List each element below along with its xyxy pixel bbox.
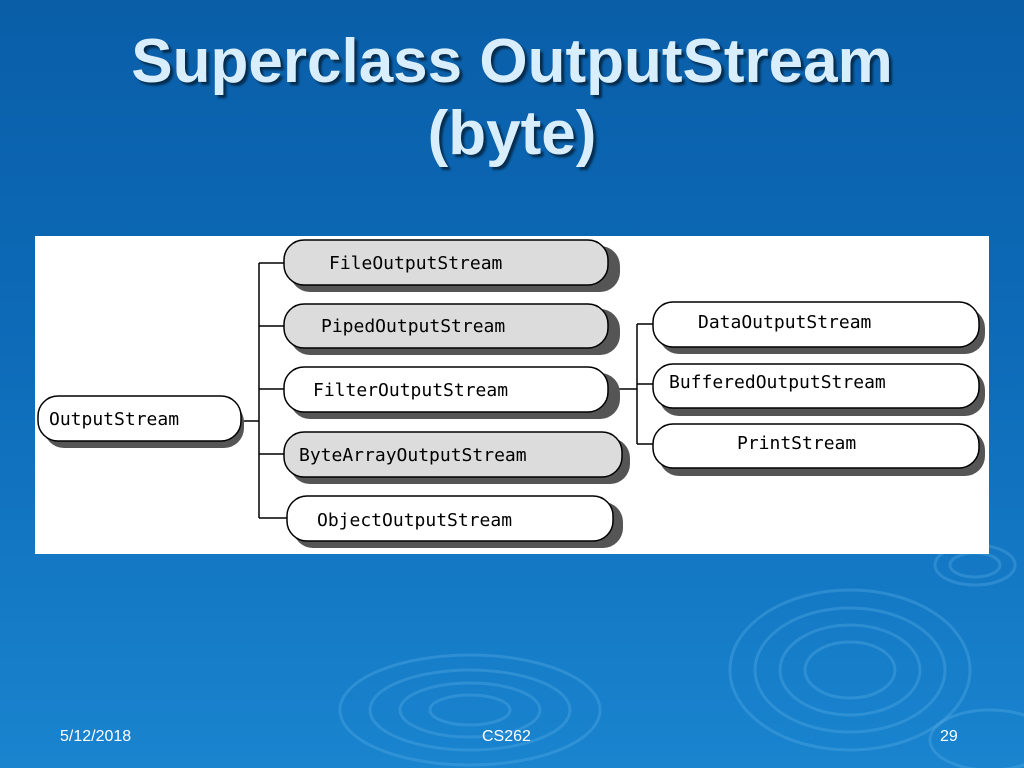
node-bytearrayoutputstream: ByteArrayOutputStream [283, 431, 630, 484]
slide-title: Superclass OutputStream (byte) [0, 26, 1024, 170]
title-line-2: (byte) [427, 99, 597, 168]
footer-course: CS262 [482, 728, 531, 745]
node-pipedoutputstream: PipedOutputStream [283, 303, 620, 355]
node-dataoutputstream-label: DataOutputStream [698, 312, 871, 333]
node-fileoutputstream: FileOutputStream [283, 239, 620, 292]
node-bytearrayoutputstream-label: ByteArrayOutputStream [299, 445, 527, 466]
root-connectors [242, 262, 287, 519]
footer-date: 5/12/2018 [60, 728, 132, 745]
node-dataoutputstream: DataOutputStream [652, 301, 985, 354]
title-line-1: Superclass OutputStream [131, 27, 893, 96]
node-outputstream-label: OutputStream [49, 409, 179, 430]
node-printstream-label: PrintStream [737, 433, 856, 454]
node-printstream: PrintStream [652, 423, 985, 476]
node-bufferedoutputstream-label: BufferedOutputStream [669, 372, 886, 393]
footer-page-number: 29 [940, 728, 958, 745]
node-bufferedoutputstream: BufferedOutputStream [652, 363, 985, 416]
class-hierarchy-diagram: .lbl { font-family: "DejaVu Sans Mono", … [35, 236, 989, 554]
node-objectoutputstream: ObjectOutputStream [286, 495, 623, 548]
node-outputstream: OutputStream [37, 395, 244, 448]
node-pipedoutputstream-label: PipedOutputStream [321, 316, 505, 337]
node-filteroutputstream-label: FilterOutputStream [313, 380, 508, 401]
node-objectoutputstream-label: ObjectOutputStream [317, 510, 512, 531]
node-filteroutputstream: FilterOutputStream [283, 366, 620, 419]
node-fileoutputstream-label: FileOutputStream [329, 253, 502, 274]
